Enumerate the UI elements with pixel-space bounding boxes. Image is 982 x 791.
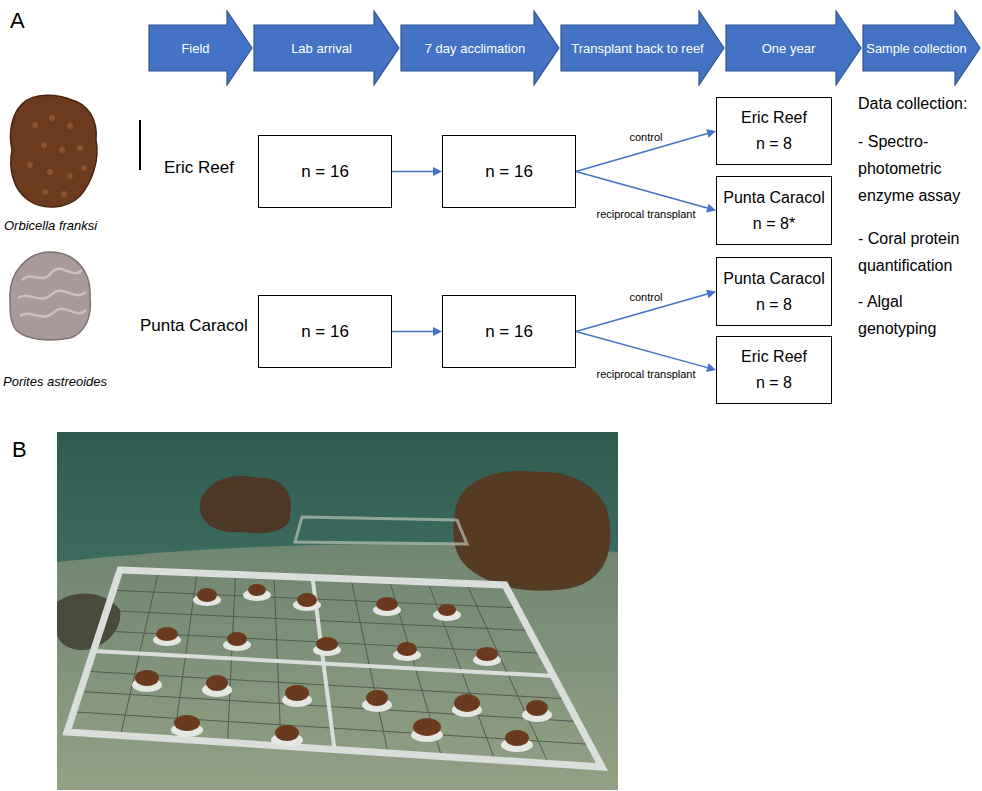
box-label: n = 16 <box>485 322 533 342</box>
arrow-fill <box>726 11 861 85</box>
group-box: n = 16 <box>258 135 392 208</box>
group-box: Punta Caracol n = 8 <box>716 257 832 326</box>
edge-label: control <box>628 131 663 143</box>
arrowhead <box>706 204 716 213</box>
arrow-fill <box>149 11 252 85</box>
step-label: 7 day acclimation <box>425 41 525 56</box>
arrow-fill <box>561 11 724 85</box>
background-coral <box>200 476 291 533</box>
arrow-text-area: One year <box>729 25 848 71</box>
connector <box>576 129 716 171</box>
edge-label: reciprocal transplant <box>595 208 696 220</box>
arrow-fill <box>401 11 559 85</box>
box-subtext: n = 8* <box>753 215 795 233</box>
porites-coral <box>10 252 90 340</box>
arrow-fill <box>254 11 399 85</box>
box-label: n = 16 <box>301 322 349 342</box>
note-text: - Algal genotyping <box>858 288 980 342</box>
coral-fragments <box>132 584 552 752</box>
bar-line <box>139 120 141 170</box>
species-name: Porites astreoides <box>3 374 107 389</box>
connector-line <box>392 171 433 173</box>
species-name: Orbicella franksi <box>4 218 97 233</box>
pvc-frame <box>67 570 602 767</box>
arrowhead <box>433 327 442 336</box>
step-arrow: Transplant back to reef <box>560 10 725 86</box>
connector <box>576 172 716 213</box>
connector-line <box>392 331 433 333</box>
group-box: n = 16 <box>442 135 576 208</box>
box-subtext: n = 8 <box>756 296 792 314</box>
arrowhead <box>433 167 442 176</box>
group-box: n = 16 <box>442 295 576 368</box>
panel-letter: B <box>12 437 27 463</box>
step-label: Lab arrival <box>291 41 352 56</box>
arrowhead <box>706 363 716 372</box>
box-label: Eric Reef <box>741 109 807 127</box>
step-arrow: Field <box>148 10 253 86</box>
box-subtext: n = 8 <box>756 374 792 392</box>
porites-texture <box>18 269 86 317</box>
step-label: Transplant back to reef <box>571 41 703 56</box>
connector-line <box>576 172 707 209</box>
coral-illustrations <box>0 0 110 360</box>
step-label: Sample collection <box>866 41 966 56</box>
edge-label: control <box>628 291 663 303</box>
arrow-text-area: Transplant back to reef <box>564 25 711 71</box>
arrow-text-area: Sample collection <box>866 25 967 71</box>
background-frame <box>295 517 467 544</box>
connector <box>392 167 442 176</box>
arrow-fill <box>863 11 980 85</box>
arrow-text-area: Field <box>152 25 239 71</box>
connector <box>392 327 442 336</box>
edge-label: reciprocal transplant <box>595 368 696 380</box>
reef-photo <box>57 432 618 790</box>
step-label: One year <box>762 41 815 56</box>
group-box: Eric Reef n = 8 <box>716 97 832 165</box>
box-label: Punta Caracol <box>723 189 824 207</box>
step-arrow: Sample collection <box>862 10 981 86</box>
connector <box>576 332 716 372</box>
box-label: n = 16 <box>485 162 533 182</box>
step-arrow: 7 day acclimation <box>400 10 560 86</box>
note-text: - Spectro- photometric enzyme assay <box>858 128 980 209</box>
group-box: Eric Reef n = 8 <box>716 336 832 404</box>
background-coral <box>453 471 610 591</box>
water <box>57 432 618 790</box>
box-label: Punta Caracol <box>723 270 824 288</box>
step-arrow: One year <box>725 10 862 86</box>
arrowhead <box>706 290 716 299</box>
group-box: n = 16 <box>258 295 392 368</box>
box-subtext: n = 8 <box>756 135 792 153</box>
step-label: Field <box>181 41 209 56</box>
connector-line <box>576 332 707 368</box>
site-name: Punta Caracol <box>140 316 248 336</box>
step-arrow: Lab arrival <box>253 10 400 86</box>
box-label: n = 16 <box>301 162 349 182</box>
connector <box>576 290 716 332</box>
group-box: Punta Caracol n = 8* <box>716 176 832 245</box>
arrow-text-area: 7 day acclimation <box>404 25 546 71</box>
note-text: Data collection: <box>858 95 967 113</box>
orbicella-texture <box>27 115 87 197</box>
orbicella-coral <box>10 95 97 207</box>
note-text: - Coral protein quantification <box>858 225 980 279</box>
panel-letter: A <box>10 8 25 34</box>
box-label: Eric Reef <box>741 348 807 366</box>
arrowhead <box>706 129 716 138</box>
arrow-text-area: Lab arrival <box>257 25 386 71</box>
site-name: Eric Reef <box>164 158 234 178</box>
